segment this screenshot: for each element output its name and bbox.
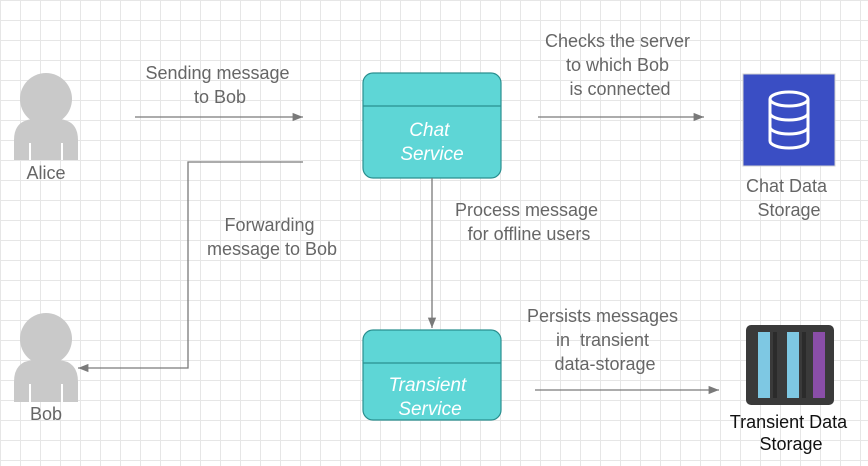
forwarding-message-label: Forwarding message to Bob [207, 215, 337, 259]
persists-messages-label: Persists messages in transient data-stor… [527, 306, 683, 374]
process-offline-label: Process message for offline users [455, 200, 603, 244]
checks-server-label: Checks the server to which Bob is connec… [545, 31, 695, 99]
chat-service-label: Chat Service [400, 120, 463, 165]
transient-service-label: Transient Service [388, 375, 471, 420]
checks-server-label-line-1: Checks the server [545, 31, 690, 51]
sending-message-label: Sending message to Bob [145, 63, 294, 107]
checks-server-label-line-3: is connected [569, 79, 670, 99]
forwarding-message-label-line-2: message to Bob [207, 239, 337, 259]
transient-storage-label-line-1: Transient Data [730, 412, 848, 432]
chat-service-box [362, 72, 502, 179]
alice-user-icon [14, 73, 78, 160]
edge-chat-to-bob [78, 161, 303, 373]
persists-messages-label-line-2: in transient [556, 330, 649, 350]
process-offline-label-line-2: for offline users [468, 224, 591, 244]
sending-message-label-line-2: to Bob [194, 87, 246, 107]
transient-storage-label: Transient Data Storage [730, 412, 852, 454]
chat-storage-label-line-2: Storage [757, 200, 820, 220]
persists-messages-label-line-3: data-storage [554, 354, 655, 374]
transient-service-box [362, 329, 502, 421]
bob-label: Bob [30, 404, 62, 424]
sending-message-label-line-1: Sending message [145, 63, 289, 83]
bob-user-icon [14, 313, 78, 402]
transient-storage-icon [746, 325, 834, 405]
chat-storage-label-line-1: Chat Data [746, 176, 828, 196]
chat-service-label-line-2: Service [400, 144, 463, 165]
chat-storage-database-icon [742, 73, 836, 167]
persists-messages-label-line-1: Persists messages [527, 306, 678, 326]
transient-storage-label-line-2: Storage [759, 434, 822, 454]
chat-storage-label: Chat Data Storage [746, 176, 832, 220]
chat-service-label-line-1: Chat [409, 120, 450, 141]
transient-service-label-line-2: Service [398, 399, 461, 420]
process-offline-label-line-1: Process message [455, 200, 598, 220]
forwarding-message-label-line-1: Forwarding [224, 215, 314, 235]
alice-label: Alice [26, 163, 65, 183]
checks-server-label-line-2: to which Bob [566, 55, 669, 75]
transient-service-label-line-1: Transient [388, 375, 467, 396]
